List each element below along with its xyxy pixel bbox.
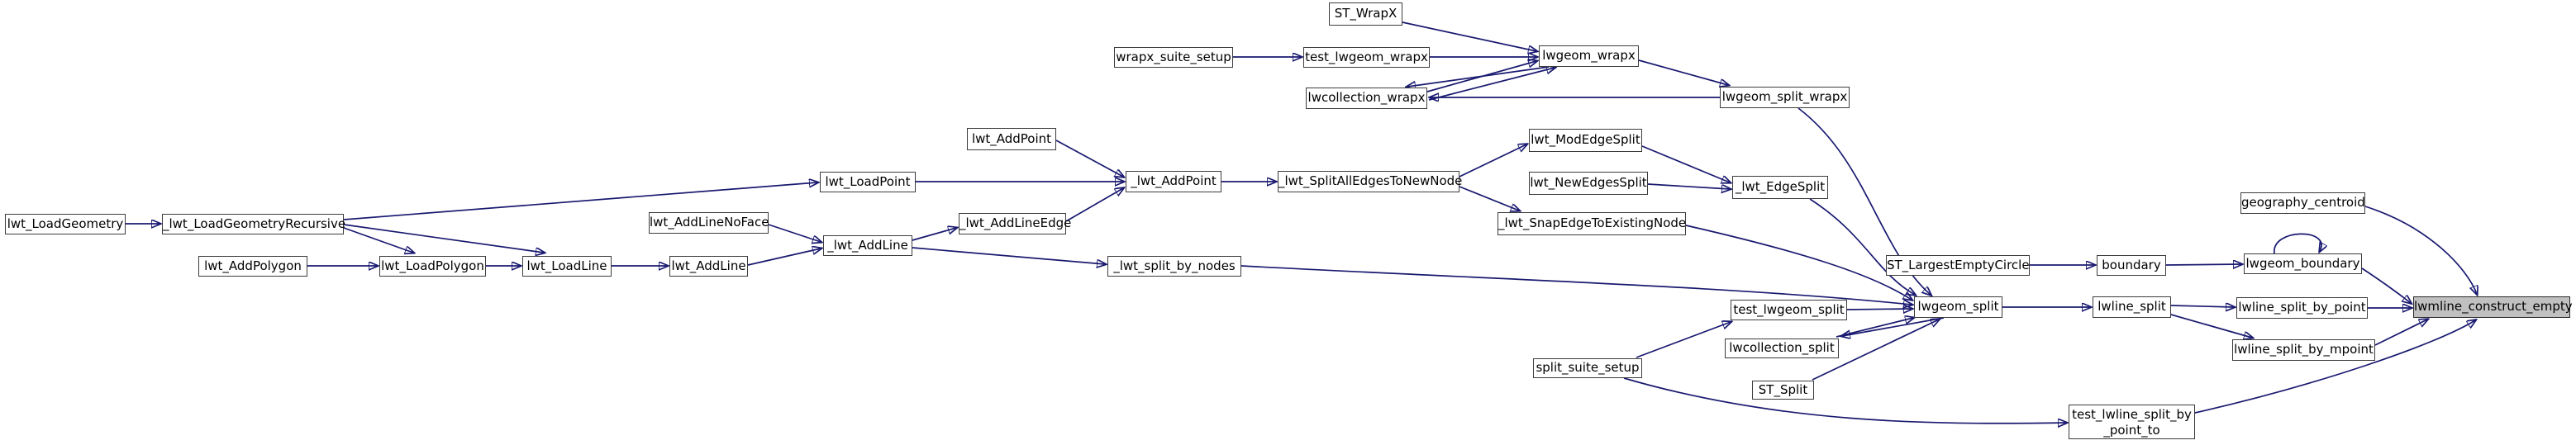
graph-node-lwt_LoadPolygon[interactable]: lwt_LoadPolygon bbox=[379, 256, 486, 277]
edge-lwgeom_wrapx--lwgeom_split_wrapx bbox=[1638, 59, 1728, 85]
edge-ST_Split--lwgeom_split bbox=[1812, 320, 1939, 381]
edge-lwline_split_by_mpoint--lwmline_construct_empty bbox=[2374, 320, 2427, 346]
edge-lwt_NewEdgesSplit--_lwt_EdgeSplit bbox=[1647, 183, 1730, 189]
graph-node-lwgeom_boundary[interactable]: lwgeom_boundary bbox=[2244, 253, 2362, 274]
edge-test_lwgeom_split--lwgeom_split bbox=[1846, 309, 1912, 310]
edge-split_suite_setup--test_lwgeom_split bbox=[1636, 322, 1731, 358]
graph-node-wrapx_suite_setup[interactable]: wrapx_suite_setup bbox=[1114, 47, 1233, 68]
edge-_lwt_AddLine--_lwt_AddLineEdge bbox=[912, 228, 956, 241]
edge-boundary--lwgeom_boundary bbox=[2165, 264, 2241, 265]
graph-node-ST_Split[interactable]: ST_Split bbox=[1752, 381, 1814, 400]
edge-_lwt_split_by_nodes--lwgeom_split bbox=[1240, 265, 1912, 305]
graph-node-_lwt_EdgeSplit[interactable]: _lwt_EdgeSplit bbox=[1732, 176, 1828, 199]
edge-lwline_split--lwline_split_by_point bbox=[2170, 305, 2234, 307]
graph-node-lwt_AddPoint[interactable]: lwt_AddPoint bbox=[967, 128, 1056, 150]
graph-node-lwline_split[interactable]: lwline_split bbox=[2093, 296, 2171, 318]
graph-node-lwt_LoadLine[interactable]: lwt_LoadLine bbox=[522, 256, 612, 277]
graph-node-lwmline_construct_empty: lwmline_construct_empty bbox=[2413, 296, 2573, 318]
graph-node-lwt_AddPolygon[interactable]: lwt_AddPolygon bbox=[198, 256, 307, 277]
edge-_lwt_SplitAllEdgesToNewNode--lwt_ModEdgeSplit bbox=[1459, 144, 1526, 178]
graph-node-lwt_AddLine[interactable]: lwt_AddLine bbox=[669, 256, 748, 277]
edge-lwt_ModEdgeSplit--_lwt_EdgeSplit bbox=[1641, 145, 1730, 182]
graph-node-lwt_AddLineNoFace[interactable]: lwt_AddLineNoFace bbox=[649, 212, 769, 234]
graph-node-lwt_LoadGeometry[interactable]: lwt_LoadGeometry bbox=[5, 214, 126, 234]
edge-lwgeom_boundary--lwmline_construct_empty bbox=[2361, 267, 2411, 303]
edge-lwgeom_wrapx--lwcollection_wrapx bbox=[1407, 66, 1550, 87]
edge-test_lwline_split_by_point_to--lwmline_construct_empty bbox=[2194, 320, 2475, 414]
edge-_lwt_LoadGeometryRecursive--lwt_LoadPolygon bbox=[343, 227, 413, 253]
edge-lwgeom_boundary--lwgeom_boundary bbox=[2274, 233, 2321, 253]
graph-node-test_lwgeom_wrapx[interactable]: test_lwgeom_wrapx bbox=[1303, 47, 1430, 68]
graph-node-lwgeom_wrapx[interactable]: lwgeom_wrapx bbox=[1539, 45, 1639, 67]
graph-node-ST_WrapX[interactable]: ST_WrapX bbox=[1329, 2, 1402, 26]
graph-node-test_lwline_split_by_point_to[interactable]: test_lwline_split_by _point_to bbox=[2069, 405, 2195, 439]
graph-node-ST_LargestEmptyCircle[interactable]: ST_LargestEmptyCircle bbox=[1886, 255, 2030, 276]
edge-_lwt_LoadGeometryRecursive--lwt_LoadLine bbox=[343, 224, 544, 253]
edge-_lwt_AddLine--_lwt_split_by_nodes bbox=[912, 247, 1105, 264]
edge-lwt_AddLine--_lwt_AddLine bbox=[747, 249, 821, 266]
edge-lwcollection_split--lwgeom_split bbox=[1836, 318, 1913, 338]
graph-node-_lwt_split_by_nodes[interactable]: _lwt_split_by_nodes bbox=[1107, 256, 1241, 277]
graph-node-lwt_NewEdgesSplit[interactable]: lwt_NewEdgesSplit bbox=[1529, 172, 1648, 195]
edge-_lwt_LoadGeometryRecursive--lwt_LoadPoint bbox=[343, 182, 817, 220]
edge-split_suite_setup--test_lwline_split_by_point_to bbox=[1623, 377, 2066, 424]
graph-node-lwt_ModEdgeSplit[interactable]: lwt_ModEdgeSplit bbox=[1529, 129, 1642, 152]
edge-_lwt_EdgeSplit--lwgeom_split bbox=[1809, 198, 1915, 295]
graph-node-geography_centroid[interactable]: geography_centroid bbox=[2240, 192, 2365, 214]
graph-node-_lwt_AddLineEdge[interactable]: _lwt_AddLineEdge bbox=[959, 213, 1071, 234]
edge-lwgeom_split--lwcollection_split bbox=[1842, 317, 1945, 336]
graph-node-boundary[interactable]: boundary bbox=[2097, 255, 2166, 276]
graph-node-_lwt_LoadGeometryRecursive[interactable]: _lwt_LoadGeometryRecursive bbox=[162, 214, 345, 234]
edge-_lwt_AddLineEdge--_lwt_AddPoint bbox=[1065, 188, 1123, 222]
graph-node-test_lwgeom_split[interactable]: test_lwgeom_split bbox=[1731, 300, 1847, 320]
edge-_lwt_SplitAllEdgesToNewNode--_lwt_SnapEdgeToExistingNode bbox=[1459, 186, 1519, 211]
edge-group bbox=[126, 21, 2477, 424]
graph-node-lwline_split_by_mpoint[interactable]: lwline_split_by_mpoint bbox=[2232, 339, 2375, 361]
graph-node-_lwt_SnapEdgeToExistingNode[interactable]: _lwt_SnapEdgeToExistingNode bbox=[1498, 212, 1686, 235]
graph-node-lwgeom_split_wrapx[interactable]: lwgeom_split_wrapx bbox=[1720, 87, 1850, 108]
edge-geography_centroid--lwmline_construct_empty bbox=[2364, 206, 2477, 294]
graph-node-_lwt_SplitAllEdgesToNewNode[interactable]: _lwt_SplitAllEdgesToNewNode bbox=[1278, 171, 1462, 192]
graph-node-_lwt_AddPoint[interactable]: _lwt_AddPoint bbox=[1126, 171, 1221, 192]
edge-lwt_AddLineNoFace--_lwt_AddLine bbox=[768, 224, 821, 242]
edge-_lwt_SnapEdgeToExistingNode--lwgeom_split bbox=[1685, 225, 1912, 300]
graph-node-_lwt_AddLine[interactable]: _lwt_AddLine bbox=[823, 235, 912, 256]
edge-lwline_split--lwline_split_by_mpoint bbox=[2170, 314, 2252, 338]
graph-node-split_suite_setup[interactable]: split_suite_setup bbox=[1533, 358, 1642, 378]
edge-ST_WrapX--lwgeom_wrapx bbox=[1402, 21, 1536, 51]
graph-node-lwline_split_by_point[interactable]: lwline_split_by_point bbox=[2236, 297, 2368, 319]
edge-lwcollection_wrapx--lwgeom_wrapx bbox=[1428, 68, 1555, 101]
graph-node-lwcollection_split[interactable]: lwcollection_split bbox=[1725, 338, 1839, 358]
graph-node-lwgeom_split[interactable]: lwgeom_split bbox=[1914, 296, 2002, 318]
edge-lwt_AddPoint--_lwt_AddPoint bbox=[1055, 140, 1123, 177]
graph-node-lwcollection_wrapx[interactable]: lwcollection_wrapx bbox=[1306, 88, 1427, 109]
graph-node-lwt_LoadPoint[interactable]: lwt_LoadPoint bbox=[820, 172, 916, 192]
